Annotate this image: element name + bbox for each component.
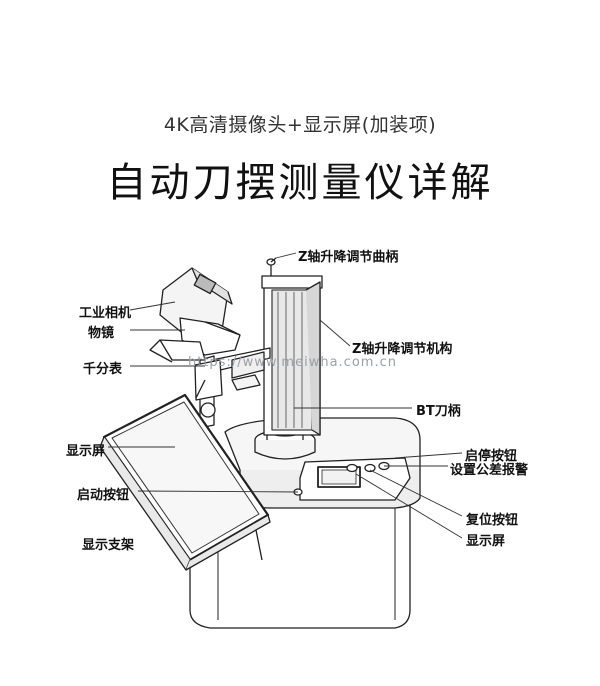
label-dial-gauge: 千分表 <box>83 362 123 377</box>
label-z-mechanism: Z轴升降调节机构 <box>352 342 453 357</box>
watermark: https://www.meiwha.com.cn <box>188 355 397 370</box>
label-display-right: 显示屏 <box>466 534 506 549</box>
label-z-crank: Z轴升降调节曲柄 <box>298 250 399 265</box>
label-reset-button: 复位按钮 <box>466 513 519 528</box>
tablet-display <box>99 393 271 571</box>
z-axis-column <box>261 275 323 436</box>
label-lens: 物镜 <box>88 326 115 341</box>
label-start-button: 启动按钮 <box>77 488 130 503</box>
label-bt-holder: BT刀柄 <box>416 404 461 419</box>
label-display-left: 显示屏 <box>66 444 106 459</box>
dial-gauge <box>194 359 223 418</box>
page-title: 自动刀摆测量仪详解 <box>106 160 494 206</box>
label-start-stop: 启停按钮 <box>465 449 518 464</box>
label-display-bracket: 显示支架 <box>82 538 135 553</box>
subtitle: 4K高清摄像头+显示屏(加装项) <box>163 114 437 136</box>
camera-body <box>149 267 241 363</box>
z-crank <box>266 257 277 276</box>
label-camera: 工业相机 <box>79 306 132 321</box>
control-panel <box>293 457 411 501</box>
label-tolerance-alarm: 设置公差报警 <box>450 463 529 478</box>
